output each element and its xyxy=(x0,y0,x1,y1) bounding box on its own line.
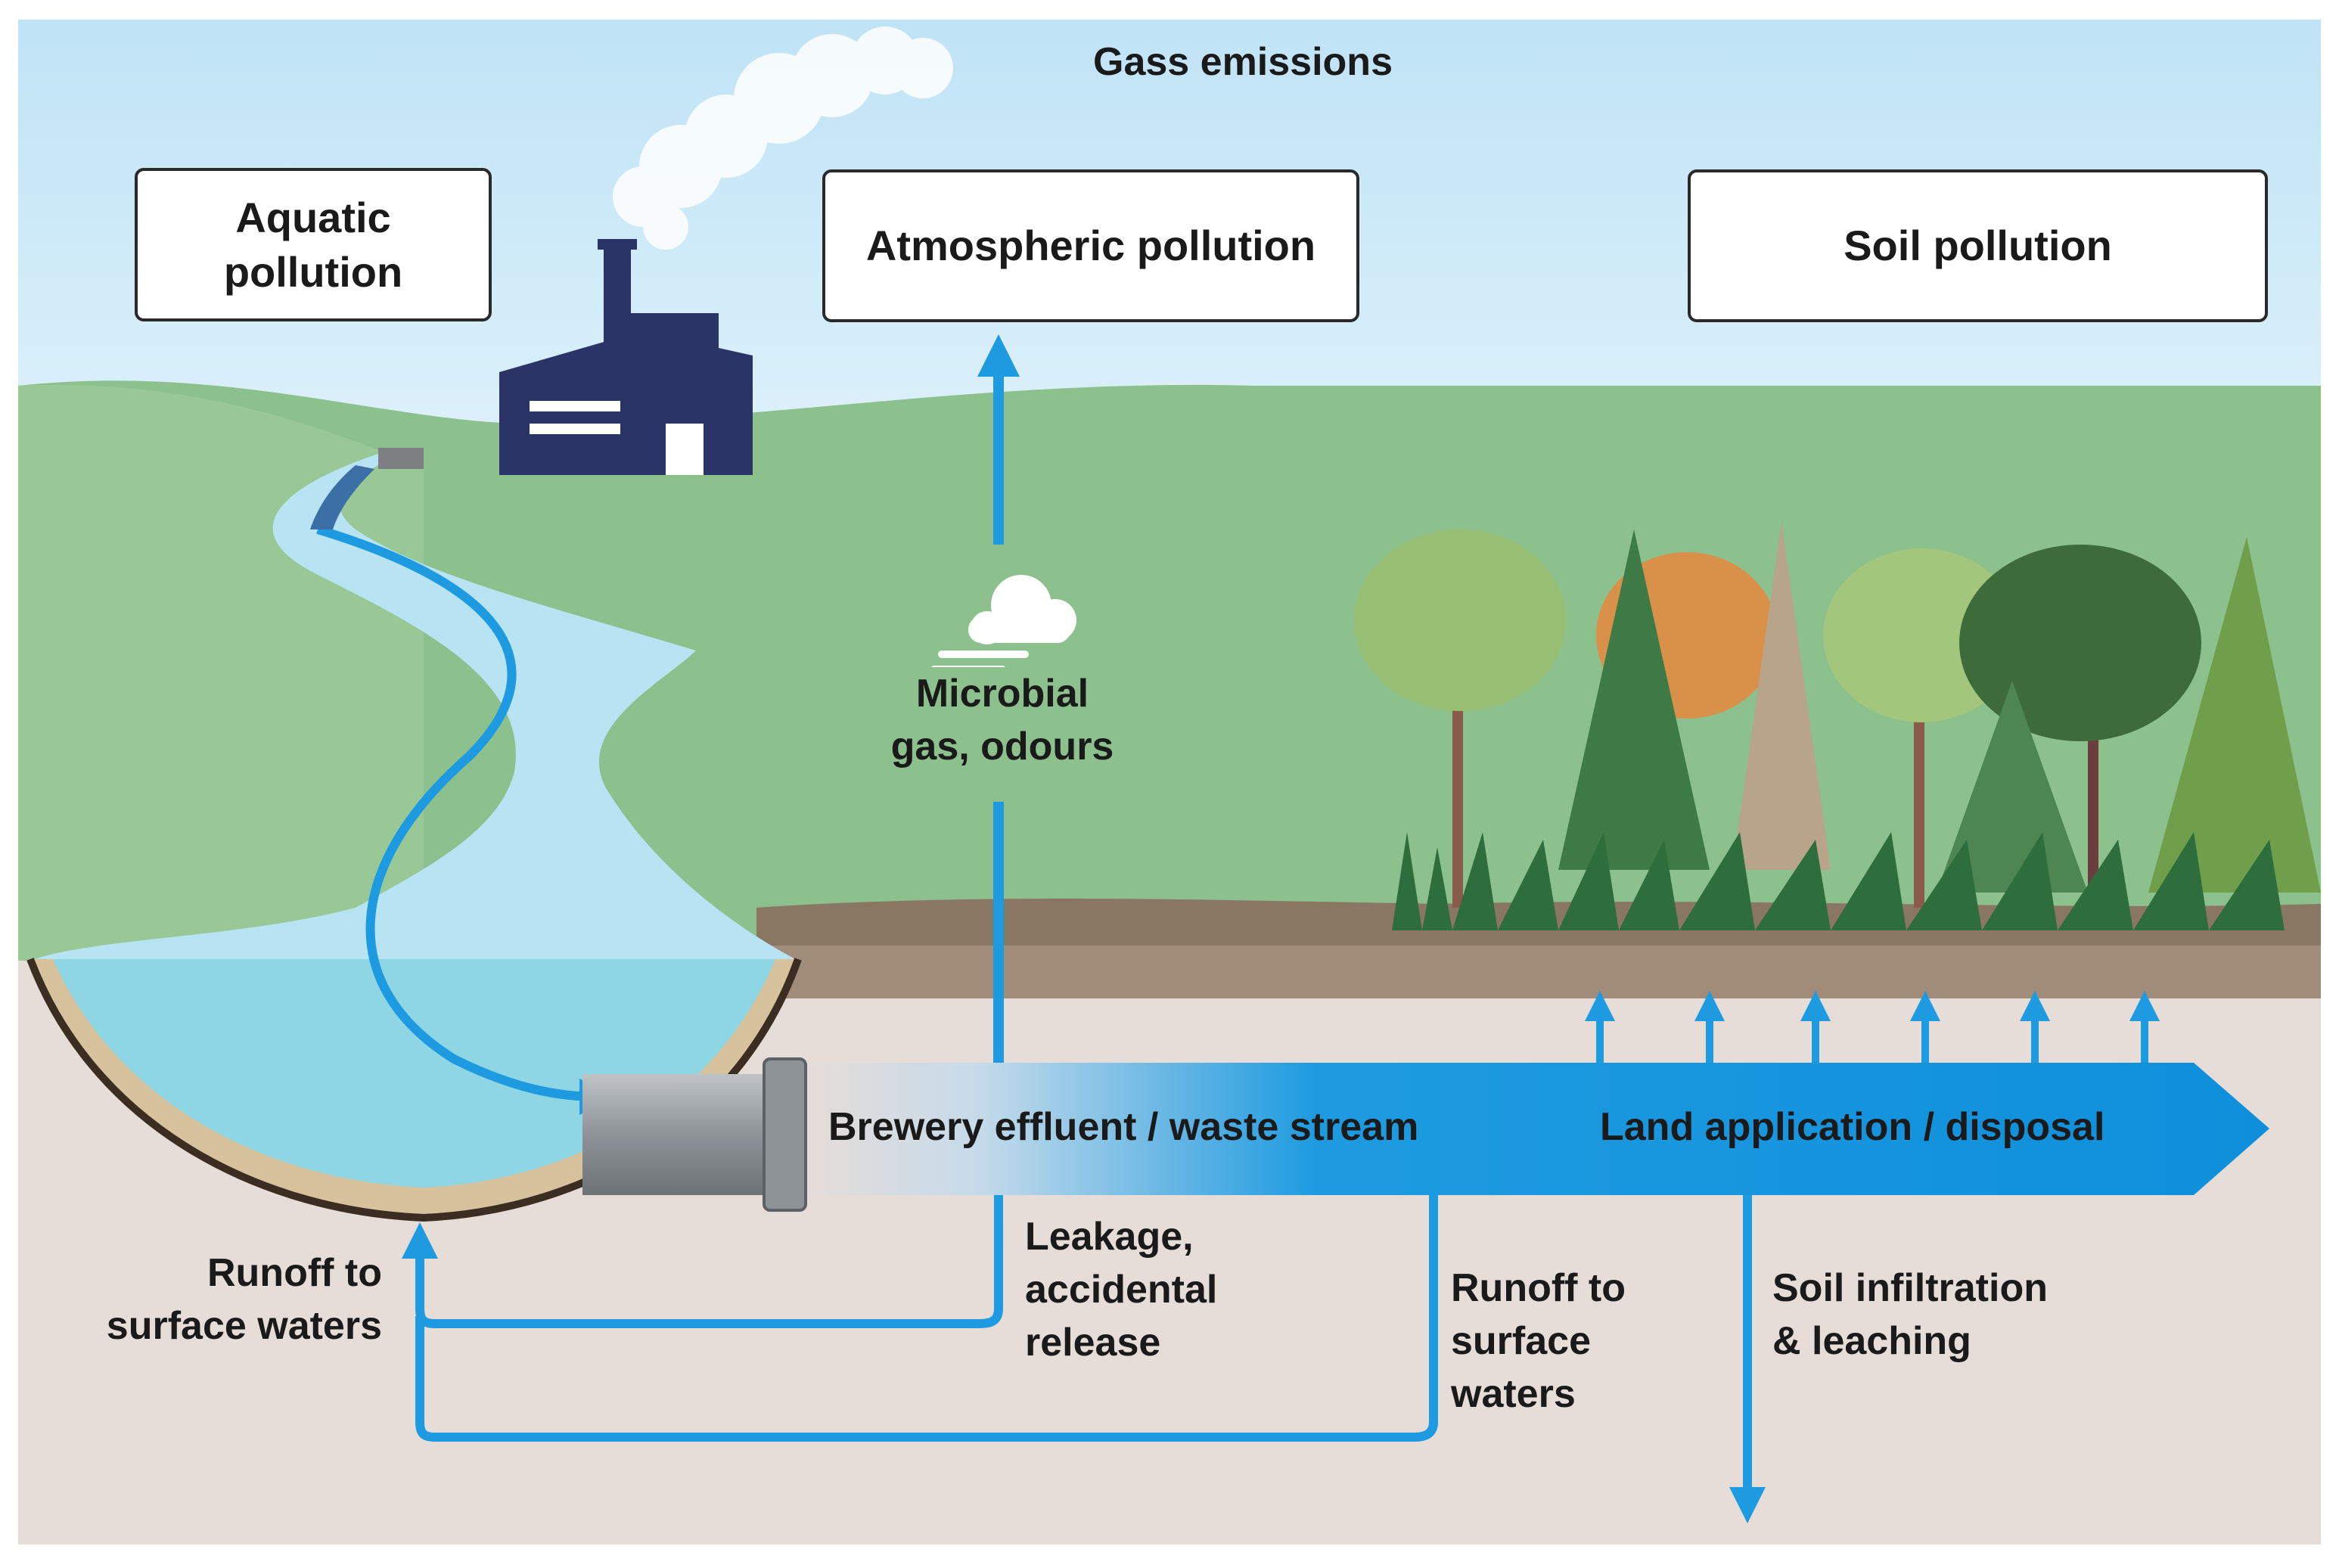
leakage-path-arrow xyxy=(402,1195,1003,1328)
soil-infiltration-label: Soil infiltration & leaching xyxy=(1772,1266,2048,1363)
waste-stream-label: Brewery effluent / waste stream xyxy=(828,1105,1419,1149)
river xyxy=(30,454,798,961)
microbial-gas-label: Microbial gas, odours xyxy=(881,667,1123,773)
outfall-spout xyxy=(378,448,424,469)
runoff-left-label: Runoff to surface waters xyxy=(106,1251,382,1348)
runoff-middle-label: Runoff to surface waters xyxy=(1451,1266,1626,1416)
smoke-cloud-icon xyxy=(613,26,953,250)
runoff-path-arrow xyxy=(415,1195,1438,1442)
outfall-discharge xyxy=(310,465,374,529)
atmospheric-pollution-box: Atmospheric pollution xyxy=(822,169,1359,322)
leakage-label: Leakage, accidental release xyxy=(1025,1215,1218,1365)
waste-stream-arrow xyxy=(802,1063,2269,1195)
land-application-label: Land application / disposal xyxy=(1600,1105,2105,1149)
gas-emissions-label: Gass emissions xyxy=(1093,40,1393,84)
river-flow-arrow xyxy=(316,525,616,1115)
land-infiltration-arrows xyxy=(1585,991,2160,1063)
aquatic-pollution-box: Aquatic pollution xyxy=(135,168,492,321)
factory-icon xyxy=(499,239,753,475)
forest-icon xyxy=(1354,522,2321,930)
soil-pollution-box: Soil pollution xyxy=(1688,169,2268,322)
pipe-icon xyxy=(582,1057,807,1212)
soil-band xyxy=(756,945,2321,1002)
